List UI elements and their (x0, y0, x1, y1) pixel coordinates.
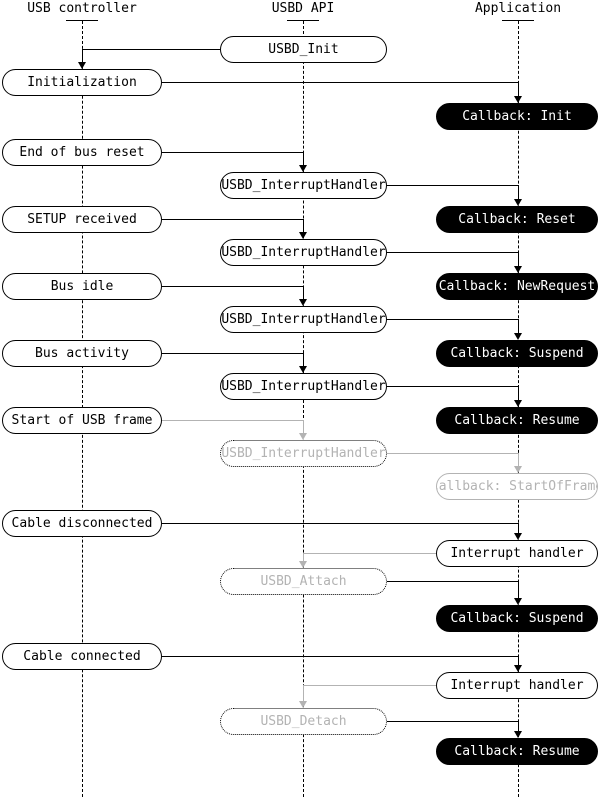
node-bus-activity: Bus activity (2, 340, 162, 367)
edge-bus-idle-to-ih3-vline (303, 286, 304, 300)
node-int-handler1: Interrupt handler (436, 540, 598, 567)
edge-ih1-to-cb-reset-hline (387, 185, 518, 186)
node-bus-idle: Bus idle (2, 273, 162, 300)
edge-usbd-detach-to-cb-resume2-arrowhead-icon (514, 731, 522, 738)
node-cb-resume2: Callback: Resume (436, 738, 598, 765)
edge-bus-activity-to-ih4-arrowhead-icon (299, 366, 307, 373)
edge-start-frame-to-ih5-hline (162, 420, 303, 421)
edge-cable-connected-to-int-handler2-arrowhead-icon (514, 665, 522, 672)
edge-ih2-to-cb-newrequest-arrowhead-icon (514, 266, 522, 273)
edge-usbd-detach-to-cb-resume2-hline (387, 721, 518, 722)
node-cb-init: Callback: Init (436, 103, 598, 130)
edge-int-handler1-to-usbd-attach-hline (303, 553, 436, 554)
edge-usbd-init-to-initialization-hline (82, 49, 220, 50)
node-ih1: USBD_InterruptHandler (220, 172, 387, 199)
edge-ih2-to-cb-newrequest-vline (518, 252, 519, 267)
edge-ih3-to-cb-suspend1-hline (387, 319, 518, 320)
edge-usbd-attach-to-cb-suspend2-arrowhead-icon (514, 598, 522, 605)
edge-int-handler1-to-usbd-attach-arrowhead-icon (299, 561, 307, 568)
edge-usbd-init-to-initialization-arrowhead-icon (78, 62, 86, 69)
edge-ih1-to-cb-reset-arrowhead-icon (514, 199, 522, 206)
node-cb-newrequest: Callback: NewRequest (436, 273, 598, 300)
edge-ih3-to-cb-suspend1-arrowhead-icon (514, 333, 522, 340)
edge-ih3-to-cb-suspend1-vline (518, 319, 519, 334)
edge-cable-disconnected-to-int-handler1-hline (162, 523, 518, 524)
node-cb-reset: Callback: Reset (436, 206, 598, 233)
edge-end-bus-reset-to-ih1-vline (303, 152, 304, 166)
node-end-bus-reset: End of bus reset (2, 139, 162, 166)
node-initialization: Initialization (2, 69, 162, 96)
node-ih3: USBD_InterruptHandler (220, 306, 387, 333)
edge-cable-disconnected-to-int-handler1-arrowhead-icon (514, 533, 522, 540)
edge-bus-idle-to-ih3-hline (162, 286, 303, 287)
edge-initialization-to-cb-init-vline (518, 82, 519, 97)
edge-int-handler2-to-usbd-detach-vline (303, 685, 304, 702)
edge-usbd-init-to-initialization-vline (82, 49, 83, 63)
edge-end-bus-reset-to-ih1-arrowhead-icon (299, 165, 307, 172)
node-ih4: USBD_InterruptHandler (220, 373, 387, 400)
node-cb-suspend2: Callback: Suspend (436, 605, 598, 632)
edge-ih1-to-cb-reset-vline (518, 185, 519, 200)
edge-setup-received-to-ih2-vline (303, 219, 304, 233)
edge-ih5-to-cb-startofframe-arrowhead-icon (514, 466, 522, 473)
edge-usbd-attach-to-cb-suspend2-hline (387, 581, 518, 582)
edge-start-frame-to-ih5-vline (303, 420, 304, 434)
actor-underline-application (502, 20, 534, 21)
edge-initialization-to-cb-init-arrowhead-icon (514, 96, 522, 103)
node-setup-received: SETUP received (2, 206, 162, 233)
edge-usbd-detach-to-cb-resume2-vline (518, 721, 519, 732)
edge-ih5-to-cb-startofframe-vline (518, 453, 519, 467)
lifeline-usbd-api (303, 21, 304, 797)
node-int-handler2: Interrupt handler (436, 672, 598, 699)
actor-label-usb-controller: USB controller (27, 1, 137, 16)
node-ih5: USBD_InterruptHandler (220, 440, 387, 467)
edge-ih5-to-cb-startofframe-hline (387, 453, 518, 454)
edge-start-frame-to-ih5-arrowhead-icon (299, 433, 307, 440)
node-cable-disconnected: Cable disconnected (2, 510, 162, 537)
edge-bus-activity-to-ih4-vline (303, 353, 304, 367)
edge-end-bus-reset-to-ih1-hline (162, 152, 303, 153)
edge-bus-activity-to-ih4-hline (162, 353, 303, 354)
node-ih2: USBD_InterruptHandler (220, 239, 387, 266)
edge-usbd-attach-to-cb-suspend2-vline (518, 581, 519, 599)
edge-cable-connected-to-int-handler2-vline (518, 656, 519, 666)
edge-cable-connected-to-int-handler2-hline (162, 656, 518, 657)
node-cb-resume1: Callback: Resume (436, 407, 598, 434)
edge-int-handler2-to-usbd-detach-hline (303, 685, 436, 686)
edge-setup-received-to-ih2-hline (162, 219, 303, 220)
actor-underline-usb-controller (66, 20, 98, 21)
node-start-frame: Start of USB frame (2, 407, 162, 434)
node-usbd-attach: USBD_Attach (220, 568, 387, 595)
actor-underline-usbd-api (287, 20, 319, 21)
node-usbd-init: USBD_Init (220, 36, 387, 63)
actor-label-application: Application (474, 1, 562, 16)
node-cb-suspend1: Callback: Suspend (436, 340, 598, 367)
actor-label-usbd-api: USBD API (271, 1, 335, 16)
node-usbd-detach: USBD_Detach (220, 708, 387, 735)
edge-ih4-to-cb-resume1-arrowhead-icon (514, 400, 522, 407)
edge-bus-idle-to-ih3-arrowhead-icon (299, 299, 307, 306)
edge-initialization-to-cb-init-hline (162, 82, 518, 83)
edge-cable-disconnected-to-int-handler1-vline (518, 523, 519, 534)
node-cb-startofframe: Callback: StartOfFrame (436, 473, 598, 500)
edge-int-handler2-to-usbd-detach-arrowhead-icon (299, 701, 307, 708)
edge-setup-received-to-ih2-arrowhead-icon (299, 232, 307, 239)
edge-int-handler1-to-usbd-attach-vline (303, 553, 304, 562)
node-cable-connected: Cable connected (2, 643, 162, 670)
edge-ih4-to-cb-resume1-vline (518, 386, 519, 401)
edge-ih2-to-cb-newrequest-hline (387, 252, 518, 253)
edge-ih4-to-cb-resume1-hline (387, 386, 518, 387)
